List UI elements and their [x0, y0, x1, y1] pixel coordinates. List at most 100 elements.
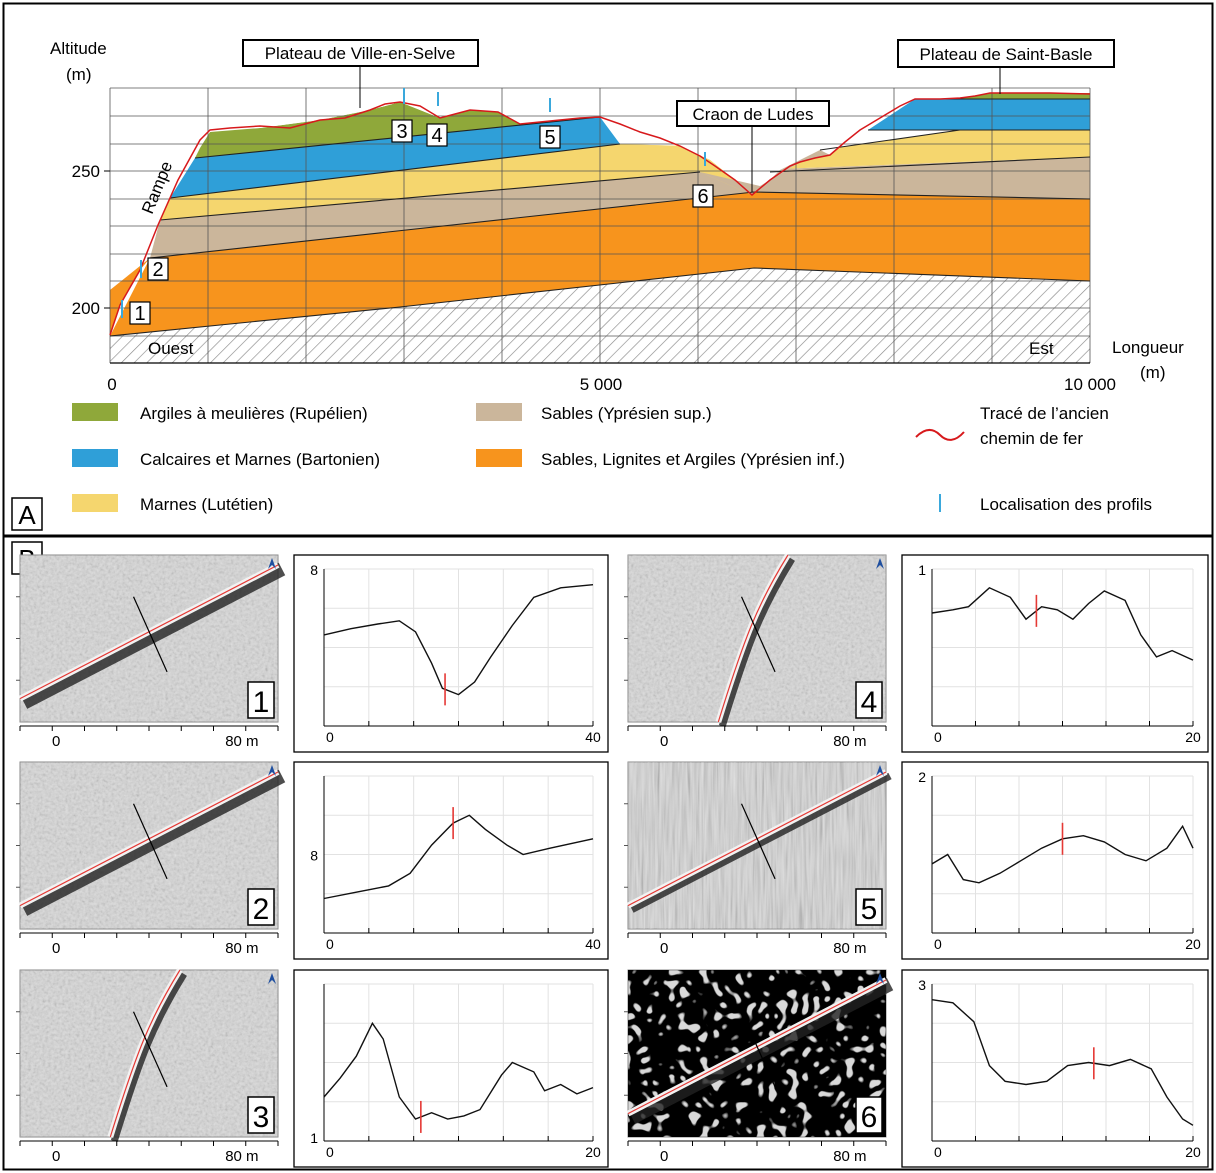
scale-start: 0: [660, 940, 668, 957]
x-tick-10000: 10 000: [1064, 375, 1116, 394]
x-tick-0: 0: [107, 375, 116, 394]
est-label: Est: [1029, 339, 1054, 358]
y-ticks: [104, 170, 110, 309]
place-saint-basle: Plateau de Saint-Basle: [920, 45, 1093, 64]
ouest-label: Ouest: [148, 339, 194, 358]
legend-swatch-argiles: [72, 403, 118, 421]
profile-frame: [293, 969, 609, 1168]
profile-x-start: 0: [326, 936, 334, 952]
profile-x-end: 20: [585, 1144, 601, 1160]
map-number-box: [855, 1096, 883, 1134]
legend-swatch-sables-inf: [476, 449, 522, 467]
map-number-box: [247, 1096, 275, 1134]
lidar-map-3: 3 0 80 m: [16, 968, 279, 1165]
railway-trace-line: [717, 554, 789, 723]
legend-swatch-marnes: [72, 494, 118, 512]
profile-line: [931, 999, 1194, 1126]
y-tick-250: 250: [72, 162, 100, 181]
profile-x-start: 0: [934, 1144, 942, 1160]
place-box-saint-basle: [897, 39, 1115, 68]
profile-frame: [901, 761, 1209, 960]
profile-y-mid: 8: [310, 848, 318, 864]
map-number-box: [247, 681, 275, 719]
y-axis-unit: (m): [66, 65, 91, 84]
map-number: 5: [861, 893, 878, 926]
legend-marnes: Marnes (Lutétien): [140, 495, 273, 514]
scale-end: 80 m: [833, 940, 866, 957]
map-number: 1: [253, 686, 270, 719]
profile-y-top: 8: [310, 562, 318, 578]
scale-start: 0: [52, 733, 60, 750]
profile-transect: [132, 1011, 168, 1088]
profile-label-4: 4: [431, 125, 442, 147]
map-number-box: [247, 888, 275, 926]
trench-shadow: [20, 562, 286, 709]
profile-transect: [740, 1011, 776, 1088]
layer-boundaries: [109, 98, 1091, 337]
profile-label-1: 1: [134, 303, 145, 325]
profile-transect: [740, 803, 776, 880]
profile-label-2: 2: [152, 259, 163, 281]
grid: [109, 87, 1091, 363]
railway-trace-line: [109, 969, 181, 1138]
legend-swatch-sables-sup: [476, 403, 522, 421]
legend-sables-sup: Sables (Yprésien sup.): [541, 404, 712, 423]
north-arrow-icon: [268, 973, 276, 984]
scale-end: 80 m: [225, 1148, 258, 1165]
legend-trace-line1: Tracé de l’ancien: [980, 404, 1109, 423]
map-texture: [20, 970, 278, 1137]
trench-shadow: [718, 557, 795, 728]
scale-start: 0: [660, 1148, 668, 1165]
north-arrow-icon: [876, 765, 884, 776]
profile-line: [323, 1021, 594, 1120]
lidar-map-5: 5 0 80 m: [624, 761, 892, 957]
scale-start: 0: [52, 1148, 60, 1165]
legend-trace-line2: chemin de fer: [980, 429, 1083, 448]
legend-calcaires: Calcaires et Marnes (Bartonien): [140, 450, 380, 469]
x-tick-5000: 5 000: [580, 375, 623, 394]
north-arrow-icon: [268, 558, 276, 569]
profile-frame: [293, 761, 609, 960]
valley-marnes: [620, 144, 752, 195]
layer-calcaires-east: [868, 99, 1090, 130]
profile-y-bottom: 1: [310, 1130, 318, 1146]
legend: Argiles à meulières (Rupélien) Calcaires…: [72, 403, 1152, 514]
profile-transect: [132, 596, 168, 673]
profile-x-end: 20: [1185, 1144, 1201, 1160]
profile-line: [323, 584, 594, 696]
profile-x-start: 0: [934, 729, 942, 745]
map-number: 6: [861, 1101, 878, 1134]
profile-number-labels: 1 2 3 4 5 6: [129, 119, 714, 325]
panel-a-label: A: [18, 500, 36, 530]
map-number-box: [855, 888, 883, 926]
panel-a-label-box: [11, 497, 43, 531]
profile-x-start: 0: [934, 936, 942, 952]
profile-y-top: 1: [918, 562, 926, 578]
map-number-box: [855, 681, 883, 719]
legend-swatch-calcaires: [72, 449, 118, 467]
place-box-craon: [676, 100, 830, 127]
legend-trace-symbol: [915, 429, 965, 441]
layer-marnes: [160, 130, 1090, 220]
place-box-ville: [242, 39, 479, 67]
map-number: 3: [253, 1101, 270, 1134]
profile-x-start: 0: [326, 729, 334, 745]
profile-frame: [293, 554, 609, 753]
profile-frame: [901, 554, 1209, 753]
layer-sables-inf-edge: [110, 258, 150, 336]
profile-y-top: 2: [918, 769, 926, 785]
x-axis-unit: (m): [1140, 363, 1165, 382]
place-craon-de-ludes: Craon de Ludes: [693, 105, 814, 124]
profile-x-end: 20: [1185, 936, 1201, 952]
profile-line: [323, 814, 594, 900]
map-texture: [628, 555, 886, 722]
legend-sables-inf: Sables, Lignites et Argiles (Yprésien in…: [541, 450, 845, 469]
trench-shadow: [20, 769, 286, 916]
map-number: 2: [253, 893, 270, 926]
